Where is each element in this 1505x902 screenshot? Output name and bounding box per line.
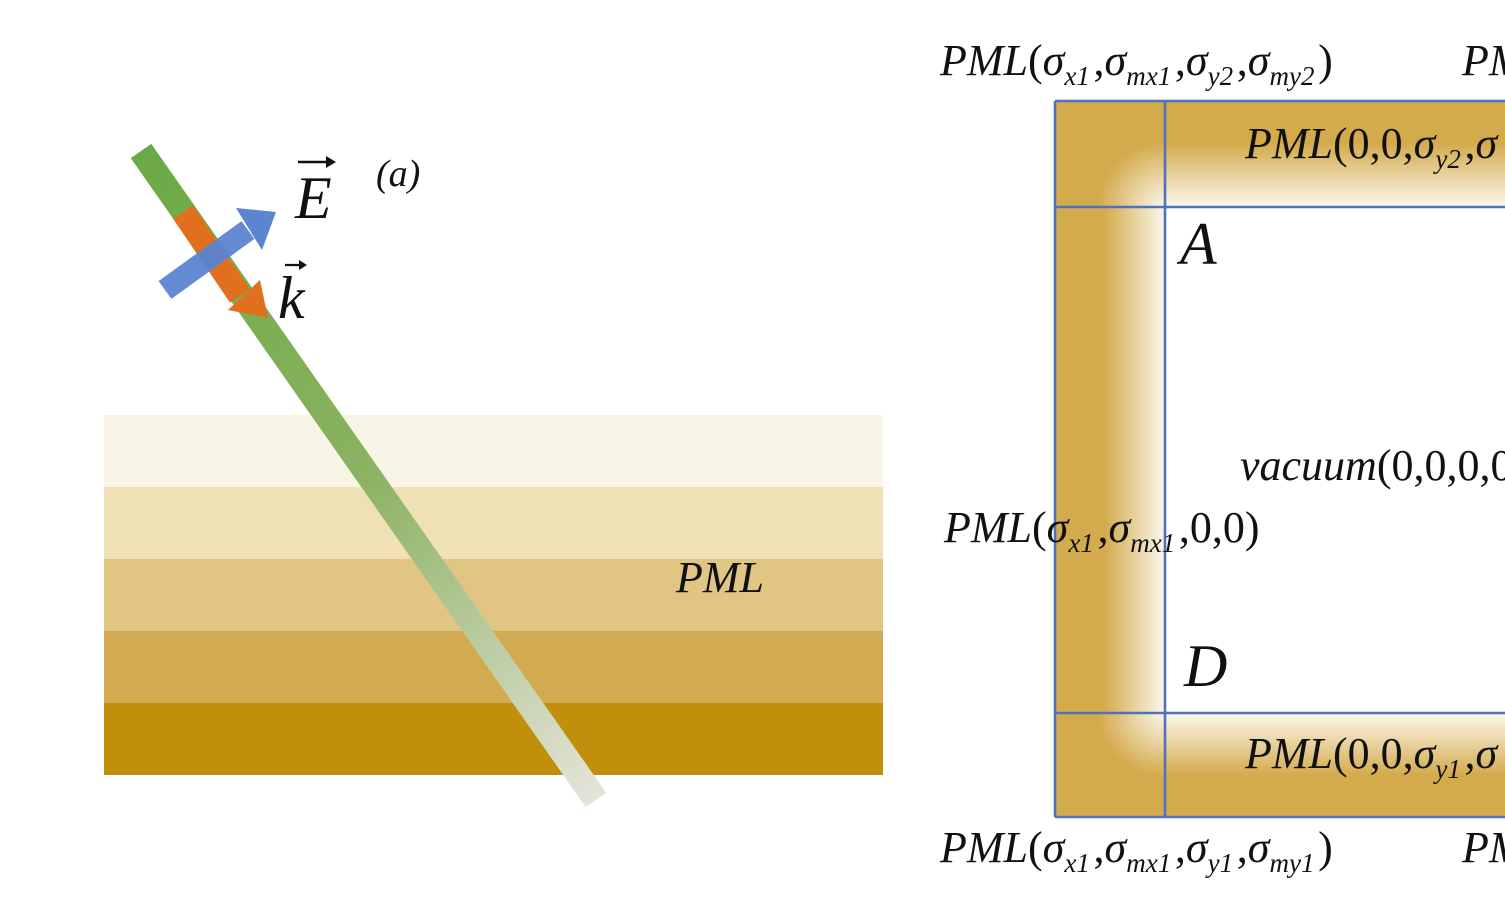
sigma-symbol: σ — [1476, 729, 1500, 778]
subscript: my2 — [1269, 61, 1314, 91]
pml-layer — [104, 487, 883, 559]
sigma-symbol: σ — [1414, 729, 1438, 778]
label-prefix: ( — [1032, 503, 1047, 552]
pml-layer-label: PML — [675, 553, 764, 602]
sigma-symbol: σ — [1414, 119, 1438, 168]
sigma-symbol: σ — [1105, 36, 1129, 85]
comma: , — [1237, 823, 1248, 872]
comma: , — [1465, 729, 1476, 778]
label-top-strip: PML(0,0,σy2 ,σ — [1244, 119, 1500, 174]
sigma-symbol: σ — [1476, 119, 1500, 168]
point-a-label: A — [1176, 211, 1217, 277]
point-d-label: D — [1183, 633, 1227, 699]
sigma-symbol: σ — [1043, 36, 1067, 85]
pml-strip-bottom — [1165, 713, 1505, 817]
svg-text:vacuum(0,0,0,0: vacuum(0,0,0,0 — [1240, 441, 1505, 490]
label-prefix: ( — [1028, 823, 1043, 872]
subscript: mx1 — [1126, 848, 1171, 878]
subscript: y1 — [1432, 754, 1460, 784]
sigma-symbol: σ — [1248, 36, 1272, 85]
region-borders — [1053, 99, 1505, 819]
vacuum-word: vacuum — [1240, 441, 1377, 490]
label-corner-top-left: PML(σx1 ,σmx1 ,σy2 ,σmy2 ) — [939, 36, 1333, 91]
subscript: mx1 — [1126, 61, 1171, 91]
pml-word: PML — [1244, 729, 1333, 778]
pml-strip-top — [1165, 101, 1505, 207]
label-left-strip: PML(σx1 ,σmx1 ,0,0) — [943, 503, 1260, 558]
label-suffix: ) — [1318, 823, 1333, 872]
subscript: y2 — [1432, 144, 1460, 174]
label-prefix: ( — [1028, 36, 1043, 85]
svg-text:E: E — [294, 165, 332, 231]
label-bottom-strip: PML(0,0,σy1 ,σ — [1244, 729, 1500, 784]
label-suffix: ) — [1318, 36, 1333, 85]
sigma-symbol: σ — [1043, 823, 1067, 872]
subscript: x1 — [1063, 848, 1089, 878]
vector-e-label: E — [294, 156, 336, 231]
label-prefix: (0,0, — [1333, 729, 1414, 778]
comma: , — [1094, 36, 1105, 85]
subscript: y2 — [1205, 61, 1233, 91]
pml-corner-bottom-left — [1055, 713, 1165, 817]
subscript: x1 — [1063, 61, 1089, 91]
sigma-symbol: σ — [1109, 503, 1133, 552]
svg-text:k: k — [278, 265, 306, 331]
label-corner-bottom-right: PM — [1461, 823, 1505, 872]
panel-a: E k (a) PML — [104, 143, 883, 808]
comma: , — [1465, 119, 1476, 168]
label-corner-top-right: PM — [1461, 36, 1505, 85]
comma: , — [1098, 503, 1109, 552]
pml-corner-top-left — [1055, 101, 1165, 207]
label-suffix: ,0,0) — [1179, 503, 1260, 552]
sigma-symbol: σ — [1105, 823, 1129, 872]
pml-word: PML — [943, 503, 1032, 552]
comma: , — [1237, 36, 1248, 85]
pml-layer-stack — [104, 415, 883, 775]
pml-word: PML — [1244, 119, 1333, 168]
comma: , — [1175, 823, 1186, 872]
sigma-symbol: σ — [1047, 503, 1071, 552]
e-arrow — [158, 208, 276, 299]
sigma-symbol: σ — [1186, 36, 1210, 85]
pml-strip-left — [1055, 207, 1165, 713]
subscript: mx1 — [1130, 528, 1175, 558]
pml-layer — [104, 415, 883, 487]
vector-k-label: k — [278, 260, 307, 331]
subscript: y1 — [1205, 848, 1233, 878]
panel-a-label: (a) — [376, 153, 420, 195]
pml-word: PML — [939, 36, 1028, 85]
pml-word: PML — [939, 823, 1028, 872]
subscript: my1 — [1269, 848, 1314, 878]
panel-b: PML(σx1 ,σmx1 ,σy2 ,σmy2 ) PM PML(0,0,σy… — [939, 36, 1505, 878]
comma: , — [1094, 823, 1105, 872]
label-corner-bottom-left: PML(σx1 ,σmx1 ,σy1 ,σmy1 ) — [939, 823, 1333, 878]
pml-layer — [104, 703, 883, 775]
sigma-symbol: σ — [1248, 823, 1272, 872]
vacuum-label: vacuum(0,0,0,0 — [1240, 441, 1505, 490]
vacuum-params: (0,0,0,0 — [1377, 441, 1505, 490]
label-prefix: (0,0, — [1333, 119, 1414, 168]
sigma-symbol: σ — [1186, 823, 1210, 872]
comma: , — [1175, 36, 1186, 85]
subscript: x1 — [1067, 528, 1093, 558]
pml-layer — [104, 559, 883, 631]
